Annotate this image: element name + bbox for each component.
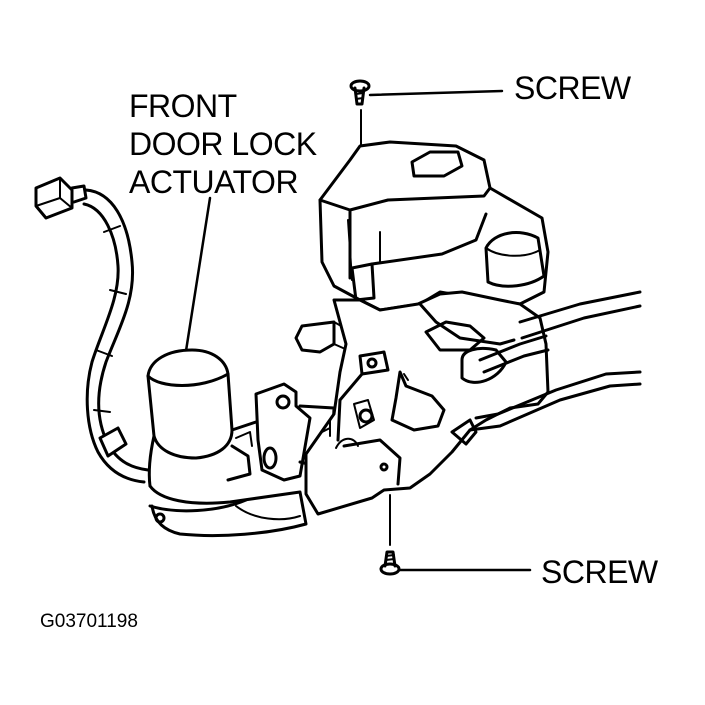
latch-plate <box>304 290 550 516</box>
component-label-line-1: FRONT <box>129 88 237 124</box>
connector-plug-icon <box>34 176 88 220</box>
bottom-screw-icon <box>379 550 401 576</box>
actuator-motor-housing <box>146 348 280 488</box>
figure-code: G03701198 <box>40 611 138 632</box>
actuator-leader-line <box>181 196 212 372</box>
actuator-base <box>148 431 308 538</box>
operating-rod <box>468 290 642 432</box>
top-screw-leader-line <box>368 89 504 97</box>
wire-harness-edge <box>82 202 146 484</box>
top-screw-label: SCREW <box>514 70 631 106</box>
component-label-line-2: DOOR LOCK <box>129 126 317 162</box>
lock-housing <box>318 140 550 312</box>
component-label-line-3: ACTUATOR <box>129 164 299 200</box>
bottom-screw-label: SCREW <box>541 554 658 590</box>
top-screw-icon <box>349 79 371 106</box>
